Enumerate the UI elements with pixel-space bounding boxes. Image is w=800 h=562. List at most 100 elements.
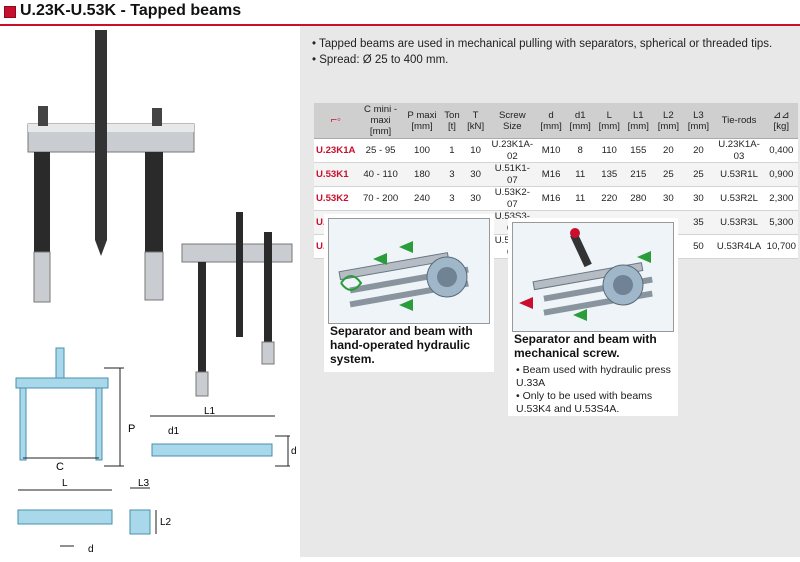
table-cell: 220 [595, 186, 624, 211]
table-cell: 10,700 [764, 234, 798, 259]
table-cell: 10 [463, 138, 488, 163]
table-cell: M10 [537, 138, 566, 163]
table-cell: U.23K1A-03 [713, 138, 765, 163]
table-cell: 1 [440, 138, 464, 163]
front-view-drawing [15, 347, 124, 467]
table-cell: M16 [537, 186, 566, 211]
col-header: T [kN] [463, 103, 488, 139]
table-cell: M16 [537, 162, 566, 187]
weight-icon: ⊿⊿ [772, 109, 790, 121]
mechanical-illustration [512, 222, 674, 332]
tie-rod-drawing [150, 415, 290, 467]
key-icon: ⌐◦ [314, 103, 358, 139]
bullet-item: Spread: Ø 25 to 400 mm. [312, 52, 772, 68]
col-header: L1 [mm] [623, 103, 654, 139]
hydraulic-caption: Separator and beam with hand-operated hy… [330, 324, 473, 366]
large-tie-rod-right [145, 152, 163, 252]
hydraulic-illustration [328, 218, 490, 324]
col-header: Tie-rods [713, 103, 765, 139]
label-d: d [291, 446, 297, 457]
table-cell: 25 - 95 [357, 138, 404, 163]
table-cell: 215 [623, 162, 654, 187]
col-header: L3 [mm] [683, 103, 714, 139]
product-ref-cell: U.53K1 [314, 162, 358, 187]
col-header: L [mm] [595, 103, 624, 139]
beam-top-drawing [17, 487, 157, 547]
label-L3: L3 [138, 478, 150, 489]
table-cell: 5,300 [764, 210, 798, 235]
table-cell: U.53R1L [713, 162, 765, 187]
col-header: Ton [t] [440, 103, 464, 139]
note-item: Beam used with hydraulic press U.33A [516, 364, 676, 390]
weight-col-header: ⊿⊿[kg] [764, 103, 798, 139]
table-cell: 25 [653, 162, 684, 187]
header-square-icon [4, 6, 16, 18]
label-P: P [128, 423, 135, 435]
col-header: L2 [mm] [653, 103, 684, 139]
mechanical-caption: Separator and beam with mechanical screw… [514, 332, 657, 360]
col-header: P maxi [mm] [403, 103, 441, 139]
product-ref-cell: U.53K2 [314, 186, 358, 211]
note-item: Only to be used with beams U.53K4 and U.… [516, 390, 676, 416]
mechanical-panel: Separator and beam with mechanical screw… [508, 218, 678, 416]
table-cell: 50 [683, 234, 714, 259]
table-cell: U.53R3L [713, 210, 765, 235]
col-header: C mini - maxi [mm] [357, 103, 404, 139]
table-cell: 20 [653, 138, 684, 163]
table-cell: 100 [403, 138, 441, 163]
mechanical-notes: Beam used with hydraulic press U.33A Onl… [516, 364, 676, 416]
product-photo: P C L1 d1 d L d L3 L2 [15, 30, 297, 555]
table-cell: 180 [403, 162, 441, 187]
table-cell: 240 [403, 186, 441, 211]
col-header: d [mm] [537, 103, 566, 139]
table-cell: 3 [440, 186, 464, 211]
spec-table-header: ⌐◦ C mini - maxi [mm] P maxi [mm] Ton [t… [314, 103, 798, 139]
label-L: L [62, 478, 68, 489]
table-cell: U.51K1-07 [487, 162, 538, 187]
description-area: Tapped beams are used in mechanical pull… [300, 26, 800, 557]
table-cell: U.53R2L [713, 186, 765, 211]
table-cell: 40 - 110 [357, 162, 404, 187]
hydraulic-panel: Separator and beam with hand-operated hy… [324, 214, 494, 372]
table-cell: 3 [440, 162, 464, 187]
table-cell: 110 [595, 138, 624, 163]
page-title: U.23K-U.53K - Tapped beams [20, 2, 242, 19]
label-L1: L1 [204, 406, 216, 417]
table-cell: 0,400 [764, 138, 798, 163]
table-cell: 30 [653, 186, 684, 211]
central-screw [95, 30, 107, 240]
table-cell: 30 [683, 186, 714, 211]
table-cell: 25 [683, 162, 714, 187]
table-cell: 30 [463, 186, 488, 211]
table-cell: 35 [683, 210, 714, 235]
table-cell: 155 [623, 138, 654, 163]
bullet-item: Tapped beams are used in mechanical pull… [312, 36, 772, 52]
label-d1: d1 [168, 426, 180, 437]
label-d-bottom: d [88, 544, 94, 555]
table-cell: 30 [463, 162, 488, 187]
table-cell: 70 - 200 [357, 186, 404, 211]
large-tie-rod-left [34, 152, 50, 252]
table-cell: U.53R4LA [713, 234, 765, 259]
table-cell: U.23K1A-02 [487, 138, 538, 163]
label-C: C [56, 461, 64, 473]
feature-bullets: Tapped beams are used in mechanical pull… [312, 36, 772, 68]
table-cell: 20 [683, 138, 714, 163]
label-L2: L2 [160, 517, 172, 528]
product-ref-cell: U.23K1A [314, 138, 358, 163]
table-cell: 135 [595, 162, 624, 187]
product-illustration-area: P C L1 d1 d L d L3 L2 [0, 26, 300, 557]
col-header: d1 [mm] [565, 103, 596, 139]
col-header: Screw Size [487, 103, 538, 139]
table-cell: 2,300 [764, 186, 798, 211]
table-cell: 280 [623, 186, 654, 211]
table-cell: 11 [565, 186, 596, 211]
table-cell: 11 [565, 162, 596, 187]
table-cell: 8 [565, 138, 596, 163]
weight-unit: [kg] [773, 120, 790, 132]
page-header: U.23K-U.53K - Tapped beams [0, 0, 800, 26]
table-cell: U.53K2-07 [487, 186, 538, 211]
